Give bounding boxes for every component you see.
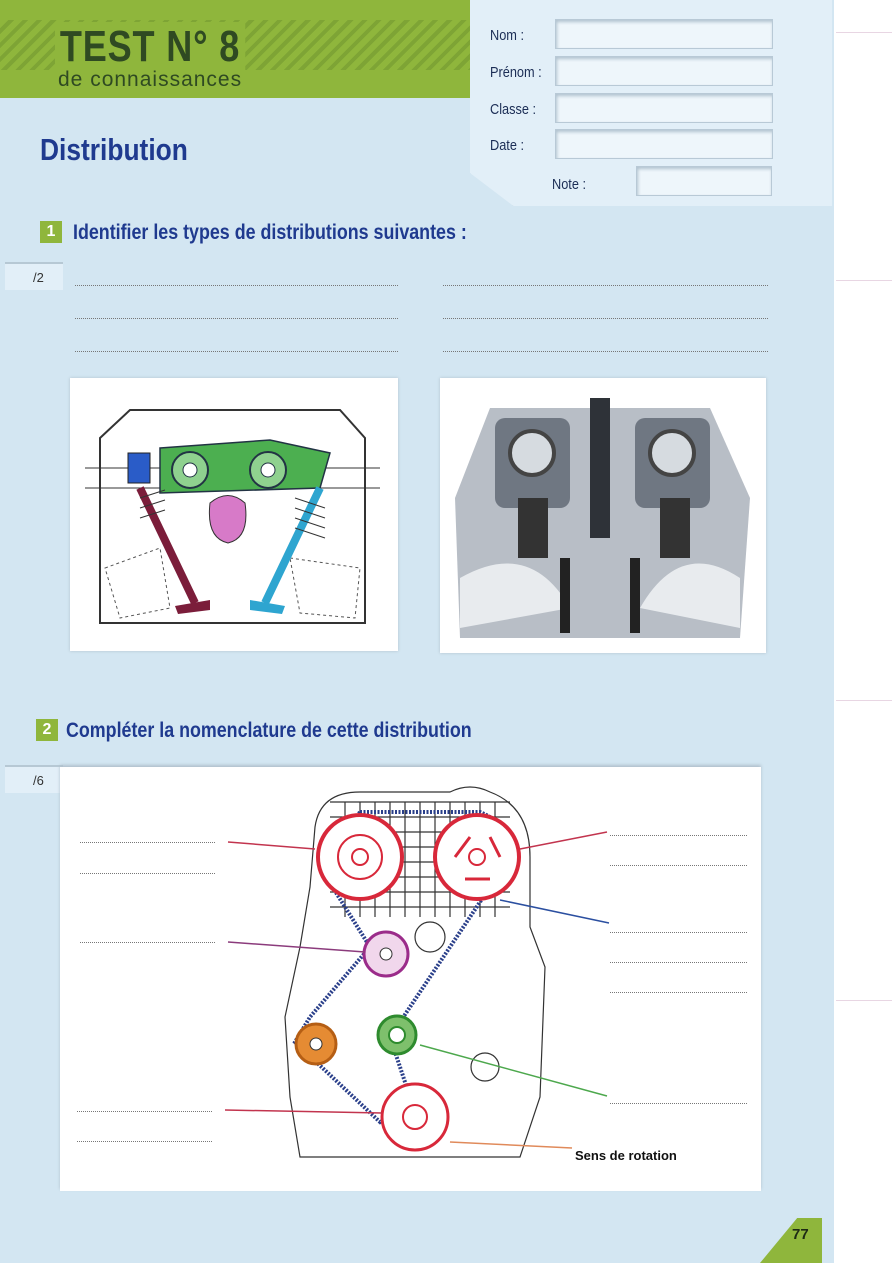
- page-number: 77: [792, 1226, 809, 1243]
- classe-label: Classe :: [490, 101, 537, 118]
- answer-line[interactable]: [80, 942, 215, 943]
- score-box: /2: [5, 262, 63, 290]
- document-title: Distribution: [40, 132, 188, 167]
- nom-label: Nom :: [490, 27, 525, 44]
- nom-field[interactable]: [555, 19, 773, 49]
- divider: [836, 700, 892, 701]
- prenom-field[interactable]: [555, 56, 773, 86]
- divider: [836, 32, 892, 33]
- test-title: TEST N° 8: [55, 22, 246, 72]
- date-field[interactable]: [555, 129, 773, 159]
- section-title: Identifier les types de distributions su…: [73, 221, 467, 244]
- answer-line[interactable]: [443, 285, 768, 286]
- timing-belt-diagram: [60, 767, 761, 1191]
- answer-line[interactable]: [77, 1141, 212, 1142]
- answer-line[interactable]: [80, 842, 215, 843]
- answer-line[interactable]: [443, 318, 768, 319]
- answer-line[interactable]: [75, 351, 398, 352]
- cylinder-head-drawing: [70, 378, 398, 651]
- section-number: 2: [36, 719, 58, 741]
- test-subtitle: de connaissances: [58, 68, 243, 91]
- score-box: /6: [5, 765, 63, 793]
- cylinder-head-photo: [440, 378, 766, 653]
- date-label: Date :: [490, 137, 525, 154]
- classe-field[interactable]: [555, 93, 773, 123]
- answer-line[interactable]: [610, 1103, 747, 1104]
- answer-line[interactable]: [75, 285, 398, 286]
- answer-line[interactable]: [610, 865, 747, 866]
- note-label: Note :: [552, 176, 587, 193]
- note-field[interactable]: [636, 166, 772, 196]
- section-number: 1: [40, 221, 62, 243]
- answer-line[interactable]: [610, 835, 747, 836]
- answer-line[interactable]: [75, 318, 398, 319]
- divider: [836, 280, 892, 281]
- rotation-direction-label: Sens de rotation: [575, 1148, 677, 1163]
- section-title: Compléter la nomenclature de cette distr…: [66, 719, 472, 742]
- answer-line[interactable]: [443, 351, 768, 352]
- answer-line[interactable]: [610, 962, 747, 963]
- divider: [836, 1000, 892, 1001]
- answer-line[interactable]: [80, 873, 215, 874]
- answer-line[interactable]: [610, 992, 747, 993]
- answer-line[interactable]: [610, 932, 747, 933]
- prenom-label: Prénom :: [490, 64, 542, 81]
- answer-line[interactable]: [77, 1111, 212, 1112]
